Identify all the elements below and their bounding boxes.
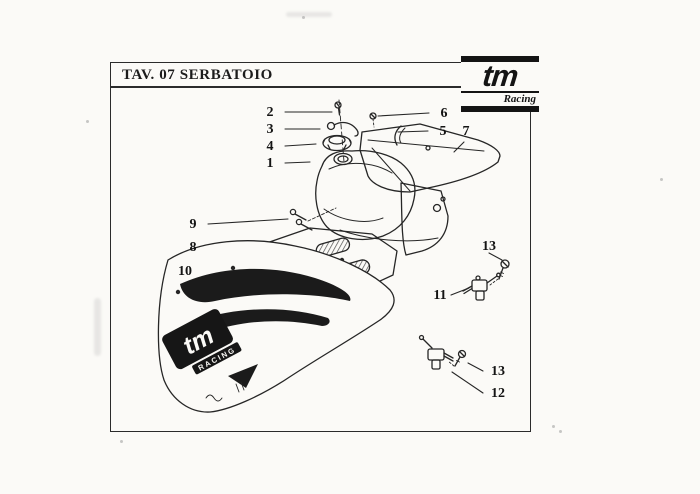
scan-smudge — [286, 12, 332, 17]
callout-2: 2 — [266, 105, 274, 120]
mount-screws-part — [289, 207, 337, 231]
shroud-screw-part — [369, 112, 377, 128]
scan-speck — [86, 120, 89, 123]
scan-smudge — [94, 298, 101, 356]
callout-10: 10 — [178, 264, 192, 279]
callout-13-lower: 13 — [491, 364, 505, 379]
assembly-axis-line — [338, 99, 345, 163]
callout-5: 5 — [439, 124, 447, 139]
logo-bottom-bar — [461, 105, 539, 112]
page-title: TAV. 07 SERBATOIO — [122, 67, 273, 83]
callout-3: 3 — [266, 122, 274, 137]
callout-9: 9 — [189, 217, 197, 232]
scan-speck — [120, 440, 123, 443]
callout-13-upper: 13 — [482, 239, 496, 254]
fuel-tank-part — [315, 149, 449, 256]
cap-screw-part — [334, 101, 342, 116]
logo-brand-text: tm — [480, 60, 520, 93]
logo-top-bar — [461, 56, 539, 62]
callout-8: 8 — [189, 240, 197, 255]
callout-12: 12 — [491, 386, 505, 401]
fuel-cap-part — [322, 134, 352, 152]
fender-tm-logo: tm RACING — [162, 309, 242, 375]
drawing-frame — [110, 62, 531, 432]
logo-sub-text: Racing — [503, 92, 536, 105]
scan-speck — [302, 16, 305, 19]
callout-6: 6 — [440, 106, 448, 121]
breather-valve-part — [326, 121, 359, 137]
front-fender-part: tm RACING — [157, 240, 395, 413]
callout-1: 1 — [266, 156, 274, 171]
callout-11: 11 — [433, 288, 447, 303]
exploded-parts-drawing: tm RACING — [157, 99, 510, 413]
tank-shroud-part — [359, 123, 501, 193]
callout-4: 4 — [266, 139, 274, 154]
petcock-part — [462, 259, 510, 301]
logo-rule — [461, 90, 539, 93]
scan-speck — [660, 178, 663, 181]
scan-speck — [559, 430, 562, 433]
callout-7: 7 — [462, 124, 470, 139]
vent-hose-part — [394, 125, 406, 146]
tm-racing-logo: tm Racing — [461, 56, 539, 112]
fuel-valve-part — [418, 334, 467, 370]
title-underline — [111, 86, 530, 88]
scan-speck — [552, 425, 555, 428]
